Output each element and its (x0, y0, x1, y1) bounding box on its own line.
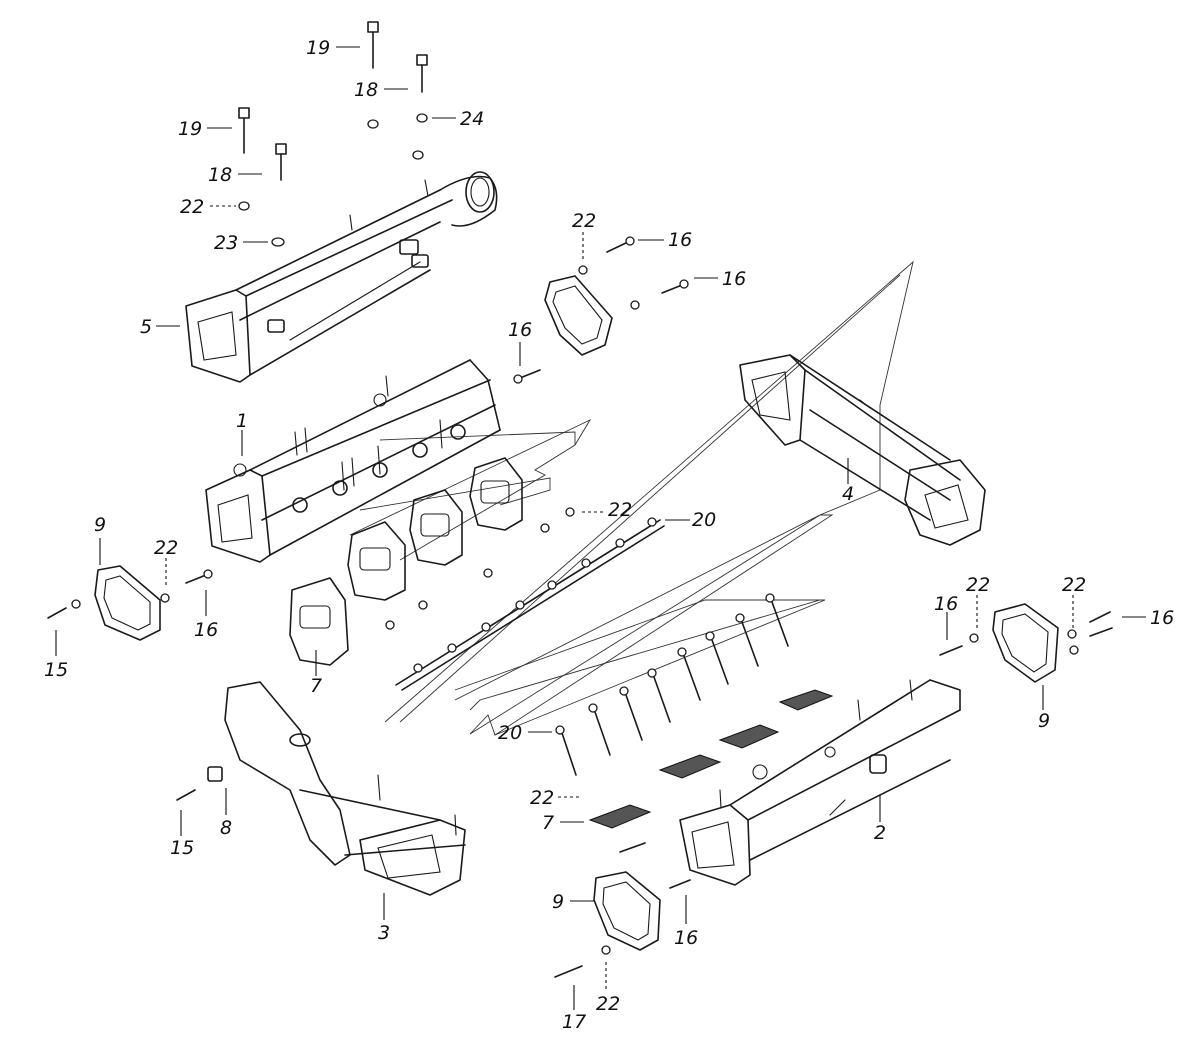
callout-22: 22 (180, 196, 204, 218)
callout-15: 15 (170, 837, 194, 859)
studs-20-lower (555, 593, 789, 776)
callout-22: 22 (154, 537, 178, 559)
callout-2: 2 (874, 822, 886, 844)
callout-16: 16 (508, 319, 532, 341)
callout-9: 9 (1038, 710, 1050, 732)
gaskets-9 (94, 275, 1059, 951)
callout-16: 16 (668, 229, 692, 251)
bolts-misc (47, 236, 1113, 978)
assembly-guide-lines (349, 260, 914, 736)
callout-20: 20 (692, 509, 716, 531)
callout-1: 1 (236, 410, 248, 432)
callout-16: 16 (194, 619, 218, 641)
part-2-manifold (679, 679, 961, 886)
callout-18: 18 (354, 79, 378, 101)
leader-lines (55, 46, 1146, 1010)
callout-9: 9 (94, 514, 106, 536)
callout-22: 22 (966, 574, 990, 596)
callout-23: 23 (214, 232, 238, 254)
part-3-manifold (224, 681, 466, 896)
callout-18: 18 (208, 164, 232, 186)
callout-15: 15 (44, 659, 68, 681)
callout-9: 9 (552, 891, 564, 913)
callout-17: 17 (562, 1011, 586, 1033)
callout-19: 19 (178, 118, 202, 140)
callout-4: 4 (842, 483, 854, 505)
callout-labels: 19 18 24 19 18 22 23 5 22 16 16 16 1 4 2… (44, 37, 1174, 1033)
gaskets-7-dark (588, 689, 834, 829)
callout-16: 16 (934, 593, 958, 615)
callout-24: 24 (460, 108, 484, 130)
part-4-manifold (739, 354, 986, 546)
callout-16: 16 (674, 927, 698, 949)
callout-22: 22 (530, 787, 554, 809)
part-1-manifold (205, 359, 501, 563)
callout-22: 22 (572, 210, 596, 232)
callout-3: 3 (378, 922, 390, 944)
callout-22: 22 (596, 993, 620, 1015)
callout-5: 5 (140, 316, 152, 338)
callout-22: 22 (608, 499, 632, 521)
callout-16: 16 (1150, 607, 1174, 629)
callout-16: 16 (722, 268, 746, 290)
callout-20: 20 (498, 722, 522, 744)
gaskets-7 (289, 457, 523, 666)
callout-7: 7 (310, 675, 322, 697)
callout-22: 22 (1062, 574, 1086, 596)
bolts-top (238, 21, 428, 247)
callout-19: 19 (306, 37, 330, 59)
part-5-manifold (185, 171, 498, 383)
callout-8: 8 (220, 817, 232, 839)
callout-7: 7 (542, 812, 554, 834)
studs-20 (395, 517, 665, 691)
